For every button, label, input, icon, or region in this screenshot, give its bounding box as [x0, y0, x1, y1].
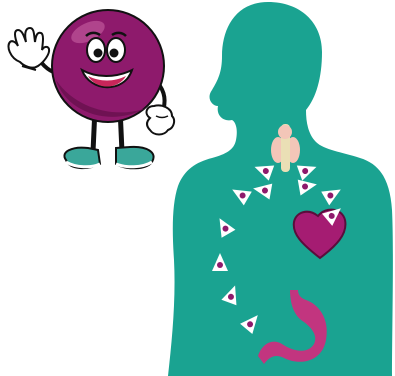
human-body-icon: [168, 2, 393, 376]
human-silhouette: [168, 2, 393, 376]
left-shoe-icon: [64, 148, 100, 168]
right-hand-icon: [147, 105, 175, 134]
mascot-body: [52, 10, 164, 122]
purple-ball-mascot: [8, 10, 174, 168]
right-shoe-icon: [116, 147, 154, 168]
